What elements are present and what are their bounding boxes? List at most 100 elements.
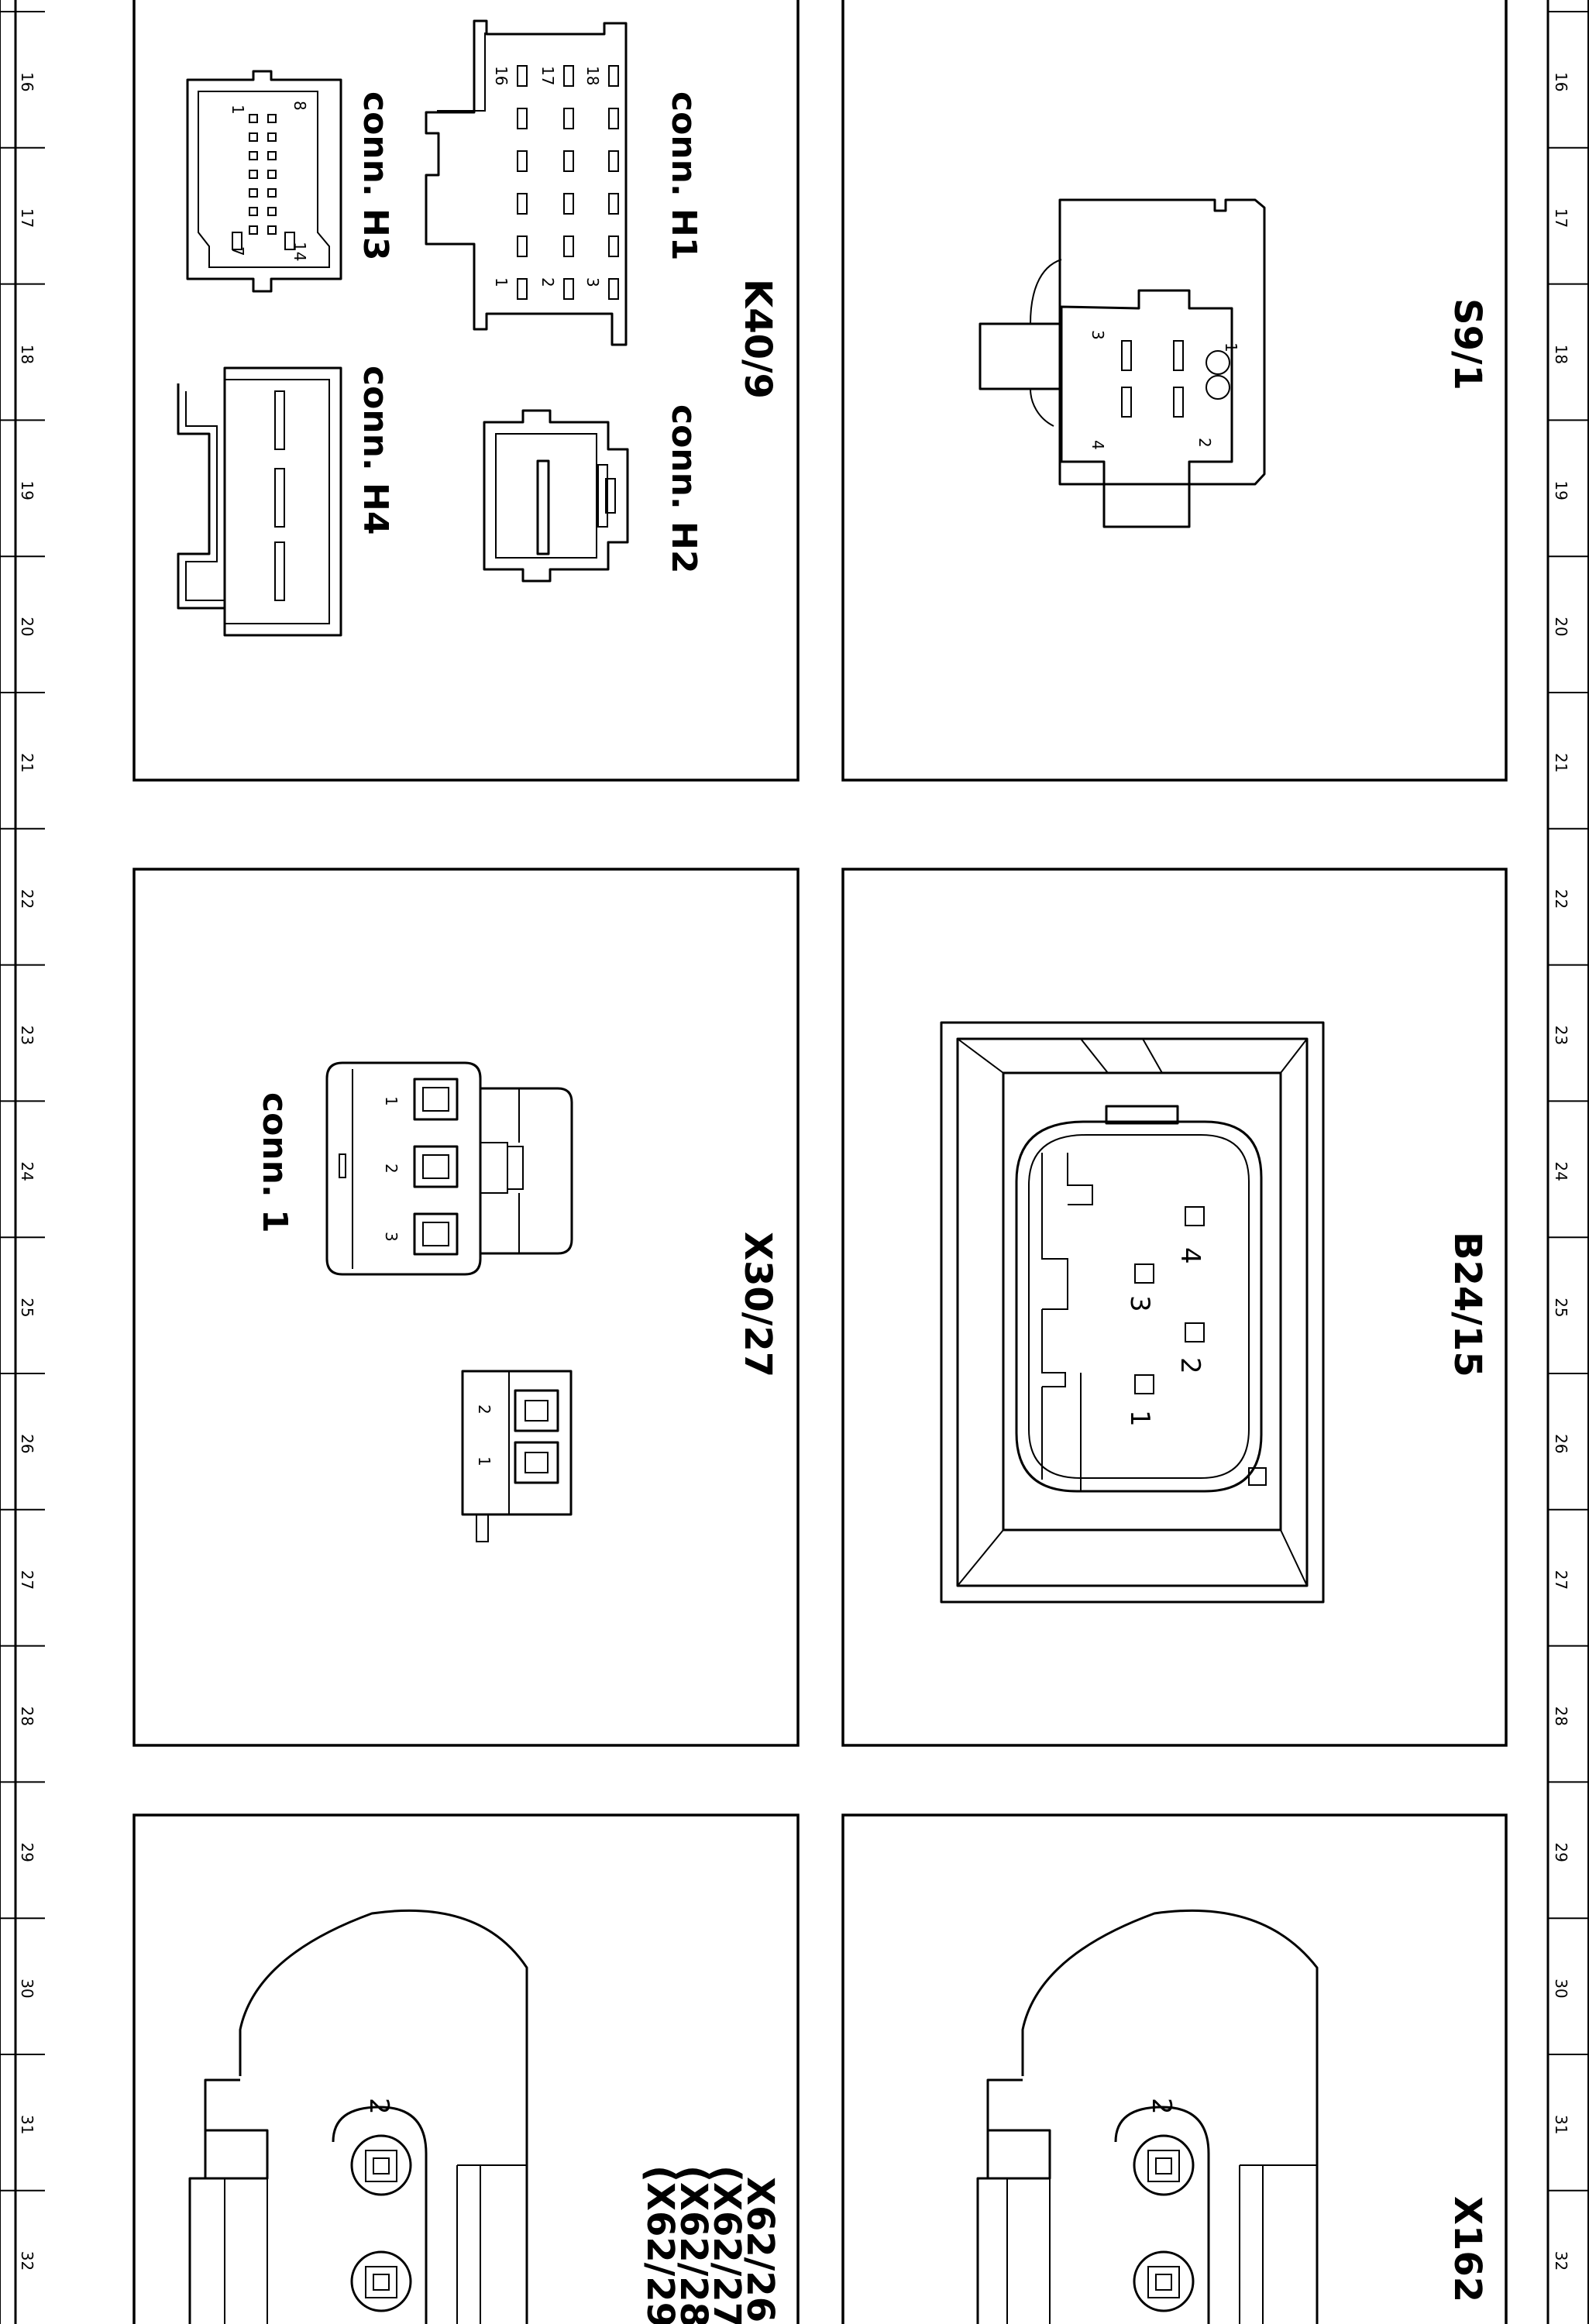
h3-pin-dot [267, 114, 277, 123]
ruler-number: 29 [1552, 1842, 1570, 1862]
ruler-number: 32 [18, 2251, 36, 2271]
h3-pin-1: 1 [229, 105, 247, 115]
ruler-number: 21 [18, 753, 36, 772]
h1-pin-slot [517, 278, 528, 300]
h1-pin-slot [517, 65, 528, 87]
panel-x30-27-border [132, 868, 800, 1747]
h3-pin-dot [249, 170, 258, 179]
h3-pin-dot [267, 170, 277, 179]
x30-27-conn-1-pin-1: 1 [382, 1096, 401, 1106]
s9-1-pin-3: 3 [1089, 330, 1107, 340]
x30-27-conn-1-connector [325, 1061, 573, 1276]
h3-pin-dot [249, 132, 258, 142]
h3-pin-dot [267, 225, 277, 235]
ruler-number: 23 [1552, 1026, 1570, 1045]
panel-x62-border [132, 1813, 800, 2324]
b24-15-pin-box [1185, 1322, 1205, 1342]
ruler-number: 22 [18, 889, 36, 909]
x30-27-small-connector [461, 1370, 573, 1542]
h3-pin-dot [249, 225, 258, 235]
h3-pin-8: 8 [291, 101, 309, 111]
conn-h4-connector [177, 366, 342, 637]
h3-pin-7: 7 [229, 246, 247, 256]
b24-15-pin-boxes [1134, 1206, 1205, 1394]
b24-15-pin-1: 1 [1124, 1410, 1155, 1427]
s9-1-connector [979, 198, 1266, 528]
ruler-number: 28 [1552, 1707, 1570, 1726]
ruler-number: 16 [1552, 72, 1570, 91]
h1-pin-slot [517, 108, 528, 129]
h3-pin-dot [267, 188, 277, 198]
ruler-number: 18 [1552, 345, 1570, 364]
conn-h3-connector [186, 70, 342, 293]
b24-15-pin-4: 4 [1175, 1247, 1206, 1264]
x30-conn-1-label: conn. 1 [255, 1092, 294, 1233]
x62-title-1: X62/26 [738, 2177, 782, 2322]
h3-pin-dot [249, 207, 258, 216]
b24-15-pin-3: 3 [1124, 1295, 1155, 1312]
b24-15-pin-box [1134, 1374, 1154, 1394]
h1-pin-slot [608, 108, 619, 129]
b24-15-pin-2: 2 [1175, 1357, 1206, 1374]
h1-pin-slot [563, 278, 574, 300]
ruler-number: 23 [18, 1026, 36, 1045]
ruler-number: 30 [18, 1978, 36, 1998]
conn-h3-pin-grid [232, 114, 295, 250]
panel-k40-9-border [132, 0, 800, 782]
x30-27-conn-1-pin-3: 3 [382, 1232, 401, 1242]
b24-15-pin-box [1185, 1206, 1205, 1226]
x62-title-4: (X62/29 [638, 2165, 682, 2324]
h3-pin-dot [249, 188, 258, 198]
ruler-number: 22 [1552, 889, 1570, 909]
x162-pin-2: 2 [1146, 2098, 1177, 2115]
ruler-number: 26 [1552, 1434, 1570, 1453]
b24-15-connector [940, 1021, 1325, 1604]
s9-1-pin-2: 2 [1195, 438, 1214, 448]
h3-pin-dot [267, 132, 277, 142]
ruler-number: 27 [1552, 1570, 1570, 1590]
panel-x162-border [841, 1813, 1508, 2324]
h1-pin-slot [563, 150, 574, 172]
h1-pin-1: 1 [492, 277, 511, 287]
h1-pin-slot [563, 108, 574, 129]
h1-pin-slot [608, 235, 619, 257]
x30-27-small-pin-1: 1 [475, 1456, 494, 1466]
ruler-number: 25 [1552, 1298, 1570, 1317]
panel-s9-1-border [841, 0, 1508, 782]
ruler-number: 19 [1552, 480, 1570, 500]
x62-connector [188, 1909, 528, 2324]
conn-h1-label: conn. H1 [664, 91, 703, 260]
ruler-number: 29 [18, 1842, 36, 1862]
h1-pin-slot [563, 193, 574, 215]
h1-pin-18: 18 [583, 66, 602, 85]
x30-27-small-pin-2: 2 [475, 1404, 494, 1415]
ruler-number: 28 [18, 1707, 36, 1726]
h1-pin-16: 16 [492, 66, 511, 85]
ruler-number: 17 [1552, 208, 1570, 228]
ruler-number: 20 [18, 617, 36, 636]
conn-h1-pin-grid [517, 65, 619, 300]
conn-h2-label: conn. H2 [664, 404, 703, 573]
s9-1-title: S9/1 [1446, 298, 1489, 390]
x62-title-2: (X62/27 [705, 2165, 748, 2324]
ruler-number: 21 [1552, 753, 1570, 772]
conn-h1-connector [425, 19, 628, 346]
conn-h2-connector [483, 409, 629, 583]
s9-1-pin-4: 4 [1089, 440, 1107, 450]
ruler-number: 18 [18, 345, 36, 364]
b24-15-pin-box [1134, 1263, 1154, 1284]
ruler-number: 25 [18, 1298, 36, 1317]
h3-pin-dot [267, 151, 277, 160]
ruler-number: 31 [1552, 2115, 1570, 2134]
h1-pin-3: 3 [583, 277, 602, 287]
h3-pin-dot [267, 207, 277, 216]
x30-27-title: X30/27 [736, 1232, 779, 1377]
h3-pin-dot [249, 114, 258, 123]
h3-pin-dot [249, 151, 258, 160]
k40-9-title: K40/9 [736, 279, 779, 399]
ruler-number: 16 [18, 72, 36, 91]
h1-pin-slot [517, 193, 528, 215]
